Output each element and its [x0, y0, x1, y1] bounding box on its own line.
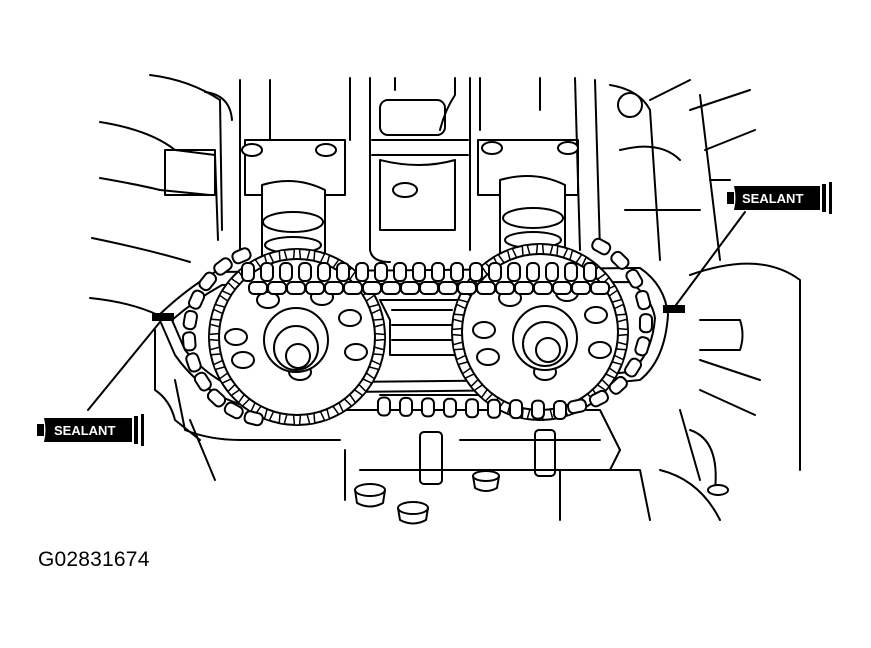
chain-link	[182, 309, 198, 331]
chain-link	[362, 281, 382, 295]
chain-link	[243, 410, 264, 427]
chain-link	[343, 281, 363, 295]
figure-id: G02831674	[38, 548, 150, 571]
chain-link	[514, 281, 534, 295]
chain-link	[564, 262, 578, 282]
camshaft-right	[477, 139, 579, 263]
chain-link	[206, 388, 227, 408]
chain-link	[198, 271, 218, 292]
chain-link	[608, 375, 628, 395]
chain-link	[571, 281, 591, 295]
chain-link	[193, 371, 212, 392]
chain-link	[286, 281, 306, 295]
chain-link	[267, 281, 287, 295]
chain-link	[412, 262, 426, 282]
chain-link	[610, 250, 630, 270]
chain-link	[591, 237, 612, 256]
chain-link	[374, 262, 388, 282]
chain-link	[305, 281, 325, 295]
sealant-label-left: SEALANT	[54, 423, 115, 438]
chain-link	[231, 247, 252, 265]
chain-link	[566, 398, 588, 415]
chain-link	[526, 262, 540, 282]
chain-link	[634, 336, 651, 357]
chain-link	[317, 262, 331, 282]
chain-link	[635, 289, 652, 311]
chain-link	[324, 281, 344, 295]
chain-link	[488, 262, 502, 282]
chain-link	[393, 262, 407, 282]
chain-link	[381, 281, 401, 295]
sealant-points	[152, 305, 685, 321]
chain-link	[241, 262, 255, 282]
chain-link	[185, 352, 202, 373]
chain-link	[223, 401, 244, 420]
timing-chain	[181, 237, 654, 427]
chain-link	[400, 281, 420, 295]
chain-link	[298, 262, 312, 282]
chain-link	[495, 281, 515, 295]
chain-link	[213, 257, 233, 276]
chain-link	[336, 262, 350, 282]
chain-link	[181, 331, 197, 352]
chain-link	[438, 281, 458, 295]
sealant-callout-right: SEALANT	[727, 182, 832, 214]
chain-link	[588, 389, 609, 408]
chain-link	[507, 262, 521, 282]
chain-link	[279, 262, 293, 282]
chain-link	[248, 281, 268, 295]
sealant-callout-left: SEALANT	[37, 414, 144, 446]
chain-link	[553, 400, 567, 420]
leader-line-right	[675, 211, 746, 306]
chain-link	[376, 396, 391, 417]
chain-link	[509, 399, 524, 420]
sealant-label-right: SEALANT	[742, 191, 803, 206]
chain-link	[638, 313, 654, 334]
chain-link	[260, 262, 274, 282]
chain-link	[420, 397, 435, 418]
chain-link	[457, 281, 477, 295]
chain-link	[469, 262, 483, 282]
chain-link	[533, 281, 553, 295]
chain-link	[188, 289, 206, 310]
chain-link	[583, 262, 597, 282]
chain-link	[624, 357, 642, 378]
chain-link	[431, 262, 445, 282]
chain-link	[530, 399, 545, 420]
chain-link	[465, 398, 480, 419]
chain-link	[476, 281, 496, 295]
chain-link	[545, 262, 559, 282]
chain-link	[355, 262, 369, 282]
chain-link	[590, 281, 610, 295]
chain-link	[450, 262, 464, 282]
leader-line-left	[87, 321, 161, 411]
chain-link	[552, 281, 572, 295]
chain-link	[486, 398, 501, 419]
chain-link	[443, 397, 457, 418]
chain-link	[419, 281, 439, 295]
chain-link	[625, 268, 644, 289]
chain-link	[399, 396, 414, 417]
